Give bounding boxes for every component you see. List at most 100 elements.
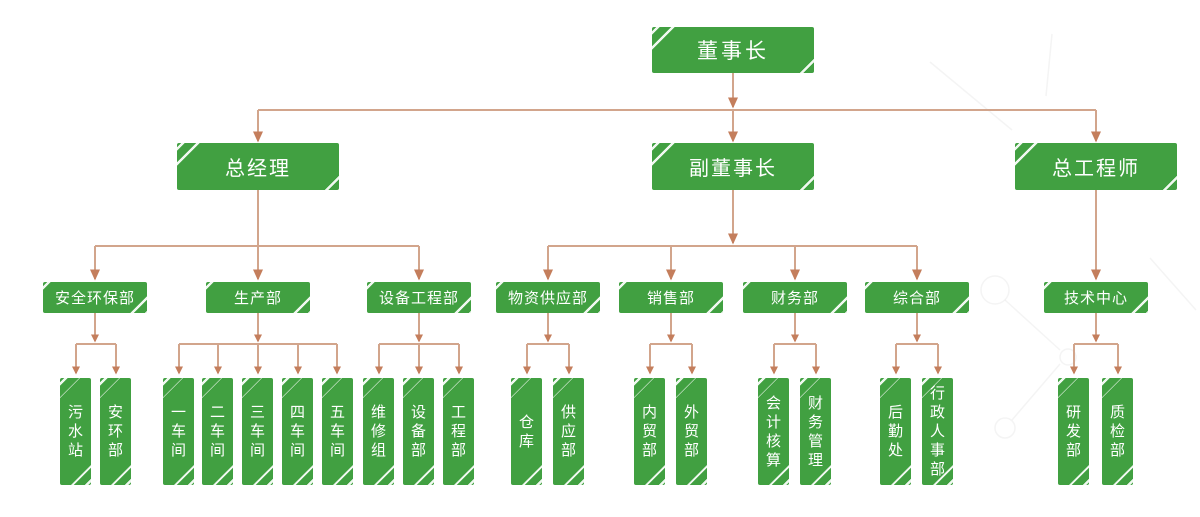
- org-node-chief-engineer[interactable]: 总工程师: [1015, 143, 1177, 190]
- corner-stripe-decoration: [100, 378, 120, 398]
- org-node-vice-chairman[interactable]: 副董事长: [652, 143, 814, 190]
- corner-stripe-decoration: [403, 378, 423, 398]
- org-node-gm[interactable]: 总经理: [177, 143, 339, 190]
- org-node-rnd[interactable]: 研发部: [1058, 378, 1089, 485]
- corner-stripe-decoration: [60, 378, 80, 398]
- org-node-logistics[interactable]: 后勤处: [880, 378, 911, 485]
- corner-stripe-decoration: [865, 282, 883, 300]
- node-label: 维修组: [370, 404, 386, 459]
- corner-stripe-decoration: [315, 166, 339, 190]
- connector-group-vice-chairman: [543, 190, 922, 281]
- node-label: 综合部: [892, 290, 941, 307]
- node-label: 销售部: [646, 290, 695, 307]
- org-node-maintenance[interactable]: 维修组: [363, 378, 394, 485]
- connector-group-equipment-eng: [375, 313, 463, 375]
- org-node-safety-env[interactable]: 安全环保部: [43, 282, 147, 313]
- corner-stripe-decoration: [282, 378, 302, 398]
- corner-stripe-decoration: [652, 27, 676, 51]
- connector-group-safety-env: [72, 313, 120, 375]
- corner-stripe-decoration: [634, 378, 654, 398]
- corner-stripe-decoration: [454, 465, 474, 485]
- corner-stripe-decoration: [1130, 295, 1148, 313]
- node-label: 外贸部: [683, 404, 699, 459]
- corner-stripe-decoration: [790, 49, 814, 73]
- org-node-foreign-trade[interactable]: 外贸部: [676, 378, 707, 485]
- org-node-equipment-eng[interactable]: 设备工程部: [367, 282, 471, 313]
- corner-stripe-decoration: [293, 465, 313, 485]
- connector-group-sales: [646, 313, 696, 375]
- node-label: 一车间: [170, 404, 186, 459]
- corner-stripe-decoration: [71, 465, 91, 485]
- corner-stripe-decoration: [511, 378, 531, 398]
- corner-stripe-decoration: [1153, 166, 1177, 190]
- corner-stripe-decoration: [206, 282, 224, 300]
- node-label: 副董事长: [689, 158, 777, 180]
- corner-stripe-decoration: [253, 465, 273, 485]
- node-label: 供应部: [560, 404, 576, 459]
- node-label: 董事长: [697, 40, 769, 63]
- corner-stripe-decoration: [202, 378, 222, 398]
- node-label: 研发部: [1065, 404, 1081, 459]
- node-label: 三车间: [249, 404, 265, 459]
- corner-stripe-decoration: [1102, 378, 1122, 398]
- org-node-admin-hr[interactable]: 行政人事部: [922, 378, 953, 485]
- node-label: 五车间: [329, 404, 345, 459]
- org-node-engineering-dept[interactable]: 工程部: [443, 378, 474, 485]
- corner-stripe-decoration: [880, 378, 900, 398]
- corner-stripe-decoration: [645, 465, 665, 485]
- connector-group-chairman: [253, 73, 1101, 143]
- corner-stripe-decoration: [687, 465, 707, 485]
- corner-stripe-decoration: [743, 282, 761, 300]
- org-node-tech-center[interactable]: 技术中心: [1044, 282, 1148, 313]
- org-node-accounting[interactable]: 会计核算: [758, 378, 789, 485]
- corner-stripe-decoration: [363, 378, 383, 398]
- org-node-equipment-dept[interactable]: 设备部: [403, 378, 434, 485]
- node-label: 内贸部: [641, 404, 657, 459]
- corner-stripe-decoration: [1044, 282, 1062, 300]
- org-node-finance[interactable]: 财务部: [743, 282, 847, 313]
- org-node-workshop-3[interactable]: 三车间: [242, 378, 273, 485]
- corner-stripe-decoration: [374, 465, 394, 485]
- node-label: 质检部: [1109, 404, 1125, 459]
- corner-stripe-decoration: [177, 143, 201, 167]
- connector-group-general-affairs: [892, 313, 942, 375]
- org-node-qc[interactable]: 质检部: [1102, 378, 1133, 485]
- org-node-workshop-5[interactable]: 五车间: [322, 378, 353, 485]
- corner-stripe-decoration: [213, 465, 233, 485]
- corner-stripe-decoration: [705, 295, 723, 313]
- org-node-sewage[interactable]: 污水站: [60, 378, 91, 485]
- org-node-workshop-4[interactable]: 四车间: [282, 378, 313, 485]
- node-label: 总工程师: [1052, 158, 1140, 180]
- node-label: 行政人事部: [929, 385, 945, 478]
- connector-group-production: [175, 313, 341, 375]
- corner-stripe-decoration: [553, 378, 573, 398]
- corner-stripe-decoration: [891, 465, 911, 485]
- org-node-warehouse[interactable]: 仓库: [511, 378, 542, 485]
- org-node-domestic-trade[interactable]: 内贸部: [634, 378, 665, 485]
- org-node-workshop-1[interactable]: 一车间: [163, 378, 194, 485]
- org-node-general-affairs[interactable]: 综合部: [865, 282, 969, 313]
- org-node-safety-unit[interactable]: 安环部: [100, 378, 131, 485]
- org-node-chairman[interactable]: 董事长: [652, 27, 814, 73]
- org-node-sales[interactable]: 销售部: [619, 282, 723, 313]
- connector-group-finance: [770, 313, 820, 375]
- connector-group-tech-center: [1070, 313, 1122, 375]
- corner-stripe-decoration: [829, 295, 847, 313]
- org-node-production[interactable]: 生产部: [206, 282, 310, 313]
- node-label: 后勤处: [887, 404, 903, 459]
- org-node-financial-mgmt[interactable]: 财务管理: [800, 378, 831, 485]
- corner-stripe-decoration: [1058, 378, 1078, 398]
- corner-stripe-decoration: [676, 378, 696, 398]
- corner-stripe-decoration: [174, 465, 194, 485]
- node-label: 物资供应部: [507, 290, 588, 307]
- org-node-supply[interactable]: 物资供应部: [496, 282, 600, 313]
- corner-stripe-decoration: [292, 295, 310, 313]
- org-node-supply-dept[interactable]: 供应部: [553, 378, 584, 485]
- node-label: 二车间: [209, 404, 225, 459]
- corner-stripe-decoration: [111, 465, 131, 485]
- corner-stripe-decoration: [1015, 143, 1039, 167]
- org-node-workshop-2[interactable]: 二车间: [202, 378, 233, 485]
- node-label: 技术中心: [1063, 290, 1128, 307]
